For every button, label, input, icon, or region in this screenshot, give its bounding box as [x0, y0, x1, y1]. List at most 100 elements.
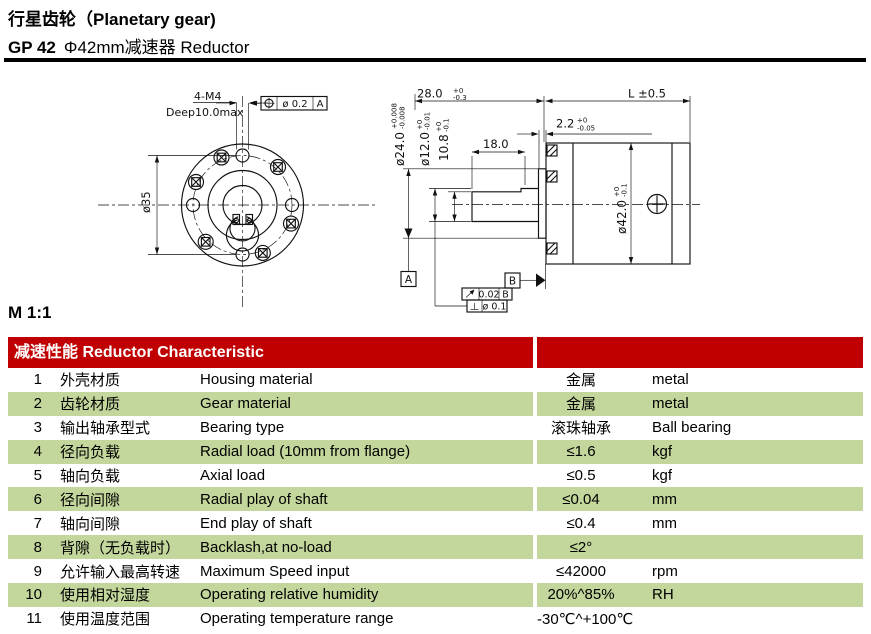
- row-name-en: End play of shaft: [200, 514, 312, 532]
- svg-text:B: B: [502, 290, 509, 301]
- table-header-bar-right: [537, 337, 863, 368]
- row-name-cn: 齿轮材质: [60, 396, 121, 414]
- retaining-ring: [225, 213, 260, 252]
- row-number: 10: [25, 586, 42, 604]
- row-number: 9: [33, 562, 42, 580]
- dim-10-8: 10.8 +0 -0.1: [435, 118, 471, 222]
- row-name-en: Radial load (10mm from flange): [200, 443, 411, 461]
- row-name-en: Backlash,at no-load: [200, 538, 332, 556]
- row-name-cn: 允许输入最高转速: [60, 563, 181, 581]
- svg-text:2.2: 2.2: [556, 117, 574, 131]
- row-name-cn: 轴向间隙: [60, 515, 121, 533]
- datum-b: B: [504, 264, 546, 289]
- row-right-block: 20%^85%RH: [537, 583, 863, 607]
- column-gutter: [533, 415, 537, 440]
- svg-text:ø12.0: ø12.0: [418, 132, 432, 166]
- scale-label: M 1:1: [8, 303, 52, 322]
- row-number: 11: [26, 610, 42, 628]
- column-gutter: [533, 559, 537, 584]
- svg-text:+0: +0: [435, 122, 443, 132]
- row-number: 1: [33, 371, 42, 389]
- row-name-cn: 使用温度范围: [60, 611, 151, 629]
- row-value: 金属: [565, 396, 596, 414]
- row-right-block: ≤2°: [537, 535, 863, 560]
- dim-dia-12: ø12.0 +0 -0.01: [416, 112, 471, 306]
- side-view: ø24.0 +0.008 -0.008 A ø12.0 +0 -0.01: [391, 87, 700, 313]
- row-value: ≤42000: [556, 562, 606, 580]
- row-left-block: 5 轴向负载 Axial load: [8, 464, 533, 488]
- column-gutter: [533, 606, 537, 631]
- svg-text:28.0: 28.0: [417, 87, 443, 101]
- row-number: 7: [33, 514, 42, 532]
- column-gutter: [533, 368, 537, 392]
- row-unit: kgf: [652, 467, 673, 484]
- row-name-en: Operating relative humidity: [200, 586, 379, 604]
- svg-text:18.0: 18.0: [483, 137, 509, 151]
- row-number: 5: [33, 467, 42, 484]
- svg-text:0.02: 0.02: [478, 290, 499, 301]
- row-number: 3: [33, 419, 42, 437]
- case-screw: [646, 193, 668, 215]
- table-header-bar: 减速性能 Reductor Characteristic: [8, 337, 533, 368]
- row-unit: metal: [652, 395, 689, 413]
- column-gutter: [533, 487, 537, 512]
- page-title: 行星齿轮（Planetary gear): [8, 10, 216, 29]
- callout-4-m4: 4-M4 Deep10.0max: [166, 90, 268, 150]
- row-left-block: 10 使用相对湿度 Operating relative humidity: [8, 583, 533, 607]
- flange-tabs: [546, 144, 558, 255]
- runout-tolerance-frame: 0.02 B: [435, 287, 513, 307]
- carrier-screws: [187, 149, 300, 261]
- row-number: 2: [33, 395, 42, 413]
- dim-28-and-L: 28.0 +0 -0.3 L ±0.5: [414, 87, 691, 142]
- row-name-en: Gear material: [200, 395, 291, 413]
- row-name-cn: 输出轴承型式: [60, 420, 151, 438]
- row-right-block: ≤0.5 kgf: [537, 464, 863, 488]
- technical-drawing: ø35 4-M4 Deep10.0max ø 0.2 A: [98, 87, 700, 313]
- svg-text:10.8: 10.8: [437, 134, 451, 161]
- row-value: ≤2°: [569, 538, 593, 556]
- svg-text:ø 0.2: ø 0.2: [282, 99, 307, 110]
- dim-18: 18.0: [471, 137, 526, 189]
- svg-text:-0.008: -0.008: [399, 106, 407, 129]
- svg-text:+0: +0: [613, 187, 621, 197]
- svg-text:4-M4: 4-M4: [194, 90, 221, 103]
- row-name-en: Bearing type: [200, 419, 285, 437]
- row-unit: rpm: [652, 562, 678, 580]
- row-value: ≤0.5: [566, 467, 596, 484]
- row-name-cn: 背隙（无负载时）: [60, 539, 181, 557]
- row-name-en: Radial play of shaft: [200, 490, 328, 508]
- row-name-en: Axial load: [200, 467, 266, 484]
- row-name-cn: 外壳材质: [60, 372, 121, 390]
- model-desc: Φ42mm减速器 Reductor: [63, 38, 250, 57]
- svg-text:-0.05: -0.05: [577, 125, 595, 133]
- row-unit: kgf: [652, 443, 673, 461]
- svg-text:+0: +0: [416, 120, 424, 130]
- row-left-block: 2 齿轮材质 Gear material: [8, 391, 533, 416]
- row-name-cn: 使用相对湿度: [60, 587, 151, 605]
- column-gutter: [533, 391, 537, 416]
- svg-text:ø24.0: ø24.0: [393, 132, 407, 166]
- column-gutter: [533, 463, 537, 488]
- svg-text:ø42.0: ø42.0: [615, 200, 629, 234]
- row-value: ≤0.04: [562, 490, 600, 508]
- row-name-cn: 轴向负载: [60, 468, 121, 485]
- svg-text:A: A: [317, 99, 324, 110]
- row-unit: mm: [652, 514, 677, 532]
- svg-text:+0: +0: [453, 87, 463, 95]
- table-row: 5 轴向负载 Axial load ≤0.5 kgf: [0, 463, 871, 488]
- column-gutter: [533, 439, 537, 464]
- row-right-block: -30℃^+100℃: [537, 607, 863, 631]
